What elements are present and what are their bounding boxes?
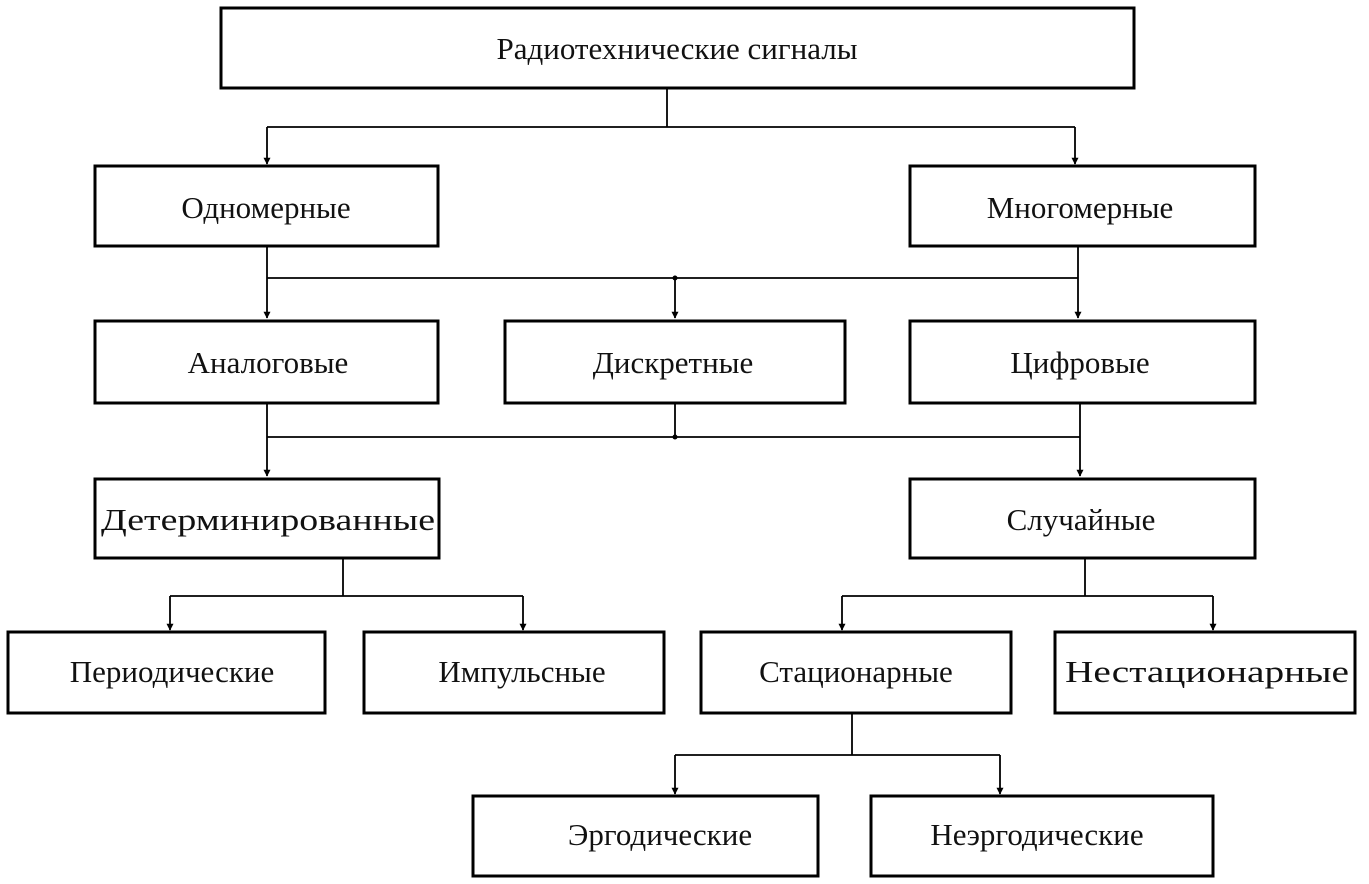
junction-dot [672, 434, 678, 440]
connector-root-to-level1 [263, 88, 1079, 165]
node-analog-label: Аналоговые [188, 345, 349, 380]
connector-level2-to-level3 [263, 403, 1084, 477]
node-pulse-label: Импульсные [438, 654, 605, 689]
node-periodic-label: Периодические [70, 654, 275, 689]
node-discrete: Дискретные [503, 319, 847, 405]
node-one-dimensional: Одномерные [93, 164, 440, 248]
connector-stationary-children [671, 713, 1004, 795]
node-root: Радиотехнические сигналы [219, 6, 1136, 90]
node-random-label: Случайные [1007, 502, 1156, 537]
node-nonergodic: Неэргодические [869, 794, 1215, 878]
node-nonstationary: Нестационарные [1053, 630, 1357, 715]
node-digital-label: Цифровые [1010, 345, 1149, 380]
node-nonergodic-label: Неэргодические [930, 817, 1143, 852]
node-ergodic: Эргодические [471, 794, 820, 878]
connector-level1-to-level2 [263, 246, 1082, 319]
node-root-label: Радиотехнические сигналы [496, 31, 857, 66]
node-stationary: Стационарные [699, 630, 1013, 715]
node-discrete-label: Дискретные [593, 345, 754, 380]
node-multi-dimensional-label: Многомерные [987, 190, 1174, 225]
node-deterministic-label: Детерминированные [101, 502, 435, 537]
node-stationary-label: Стационарные [759, 654, 953, 689]
node-deterministic: Детерминированные [93, 477, 441, 560]
connector-random-children [838, 558, 1217, 631]
node-pulse: Импульсные [362, 630, 666, 715]
node-one-dimensional-label: Одномерные [181, 190, 350, 225]
node-nonstationary-label: Нестационарные [1065, 654, 1349, 689]
node-periodic: Периодические [6, 630, 327, 715]
node-analog: Аналоговые [93, 319, 440, 405]
connector-deterministic-children [166, 558, 527, 631]
node-random: Случайные [908, 477, 1257, 560]
node-digital: Цифровые [908, 319, 1257, 405]
node-ergodic-label: Эргодические [568, 817, 752, 852]
node-multi-dimensional: Многомерные [908, 164, 1257, 248]
